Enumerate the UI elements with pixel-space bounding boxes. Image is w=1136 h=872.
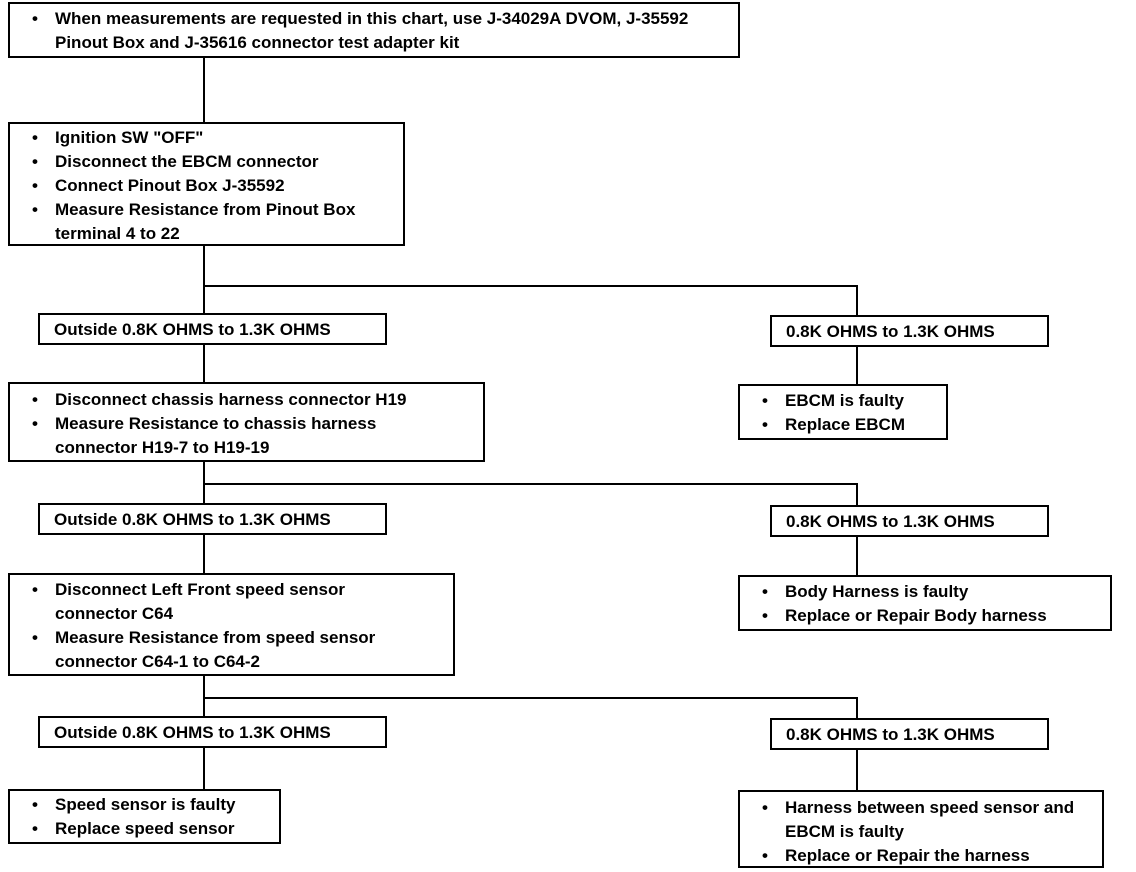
bullet-icon: • [762, 606, 768, 625]
step1-box: • Ignition SW "OFF" • Disconnect the EBCM … [8, 122, 405, 246]
item-text: Disconnect Left Front speed sensor conne… [55, 580, 345, 623]
item-text: Replace EBCM [785, 415, 905, 434]
item-text: EBCM is faulty [785, 391, 905, 410]
item-text: Body Harness is faulty [785, 582, 969, 601]
ebcm-result-box: • EBCM is faulty • Replace EBCM [738, 384, 948, 440]
bullet-icon: • [32, 9, 38, 28]
harness-result-list: • Harness between speed sensor and EBCM i… [740, 796, 1102, 868]
list-item: • Measure Resistance from speed sensor co… [10, 626, 453, 674]
item-text: Replace or Repair Body harness [785, 606, 1047, 625]
bullet-icon: • [32, 390, 38, 409]
bullet-icon: • [32, 128, 38, 147]
bullet-icon: • [32, 414, 38, 433]
bullet-icon: • [762, 798, 768, 817]
bullet-icon: • [32, 176, 38, 195]
sensor-result-list: • Speed sensor is faulty • Replace speed s… [10, 793, 279, 841]
bullet-icon: • [32, 152, 38, 171]
in-range-label: 0.8K OHMS to 1.3K OHMS [770, 315, 1049, 347]
list-item: • Disconnect chassis harness connector H1… [10, 388, 483, 412]
list-item: • Replace or Repair Body harness [740, 604, 1110, 628]
list-item: • Body Harness is faulty [740, 580, 1110, 604]
in-range-label: 0.8K OHMS to 1.3K OHMS [770, 505, 1049, 537]
list-item: • Measure Resistance to chassis harness c… [10, 412, 483, 460]
item-text: Measure Resistance to chassis harness co… [55, 414, 377, 457]
item-text: Replace or Repair the harness [785, 846, 1030, 865]
bullet-icon: • [762, 391, 768, 410]
item-text: Measure Resistance from Pinout Box termi… [55, 200, 356, 243]
connector-line [204, 697, 858, 719]
list-item: • Measure Resistance from Pinout Box term… [10, 198, 403, 246]
bullet-icon: • [32, 580, 38, 599]
step3-list: • Disconnect Left Front speed sensor conn… [10, 578, 453, 674]
bullet-icon: • [32, 795, 38, 814]
item-text: Disconnect chassis harness connector H19 [55, 390, 407, 409]
outside-range-label: Outside 0.8K OHMS to 1.3K OHMS [38, 313, 387, 345]
sensor-result-box: • Speed sensor is faulty • Replace speed s… [8, 789, 281, 844]
list-item: • Disconnect Left Front speed sensor conn… [10, 578, 453, 626]
connector-line [204, 285, 858, 315]
connector-line [204, 483, 858, 506]
list-item: • Connect Pinout Box J-35592 [10, 174, 403, 198]
list-item: • When measurements are requested in this… [10, 7, 738, 55]
list-item: • Disconnect the EBCM connector [10, 150, 403, 174]
step1-list: • Ignition SW "OFF" • Disconnect the EBCM … [10, 126, 403, 246]
ebcm-result-list: • EBCM is faulty • Replace EBCM [740, 389, 946, 437]
step2-box: • Disconnect chassis harness connector H1… [8, 382, 485, 462]
list-item: • Replace EBCM [740, 413, 946, 437]
bullet-icon: • [32, 200, 38, 219]
item-text: Measure Resistance from speed sensor con… [55, 628, 376, 671]
body-result-box: • Body Harness is faulty • Replace or Repa… [738, 575, 1112, 631]
bullet-icon: • [32, 819, 38, 838]
list-item: • Speed sensor is faulty [10, 793, 279, 817]
outside-range-label: Outside 0.8K OHMS to 1.3K OHMS [38, 503, 387, 535]
intro-list: • When measurements are requested in this… [10, 7, 738, 55]
item-text: Replace speed sensor [55, 819, 235, 838]
item-text: Speed sensor is faulty [55, 795, 236, 814]
bullet-icon: • [762, 415, 768, 434]
step2-list: • Disconnect chassis harness connector H1… [10, 388, 483, 460]
list-item: • Replace speed sensor [10, 817, 279, 841]
intro-box: • When measurements are requested in this… [8, 2, 740, 58]
item-text: Ignition SW "OFF" [55, 128, 204, 147]
in-range-label: 0.8K OHMS to 1.3K OHMS [770, 718, 1049, 750]
bullet-icon: • [762, 582, 768, 601]
step3-box: • Disconnect Left Front speed sensor conn… [8, 573, 455, 676]
bullet-icon: • [32, 628, 38, 647]
outside-range-label: Outside 0.8K OHMS to 1.3K OHMS [38, 716, 387, 748]
bullet-icon: • [762, 846, 768, 865]
item-text: When measurements are requested in this … [55, 9, 689, 52]
list-item: • Replace or Repair the harness [740, 844, 1102, 868]
list-item: • Harness between speed sensor and EBCM i… [740, 796, 1102, 844]
body-result-list: • Body Harness is faulty • Replace or Repa… [740, 580, 1110, 628]
item-text: Harness between speed sensor and EBCM is… [785, 798, 1075, 841]
harness-result-box: • Harness between speed sensor and EBCM i… [738, 790, 1104, 868]
item-text: Connect Pinout Box J-35592 [55, 176, 285, 195]
item-text: Disconnect the EBCM connector [55, 152, 319, 171]
list-item: • EBCM is faulty [740, 389, 946, 413]
list-item: • Ignition SW "OFF" [10, 126, 403, 150]
